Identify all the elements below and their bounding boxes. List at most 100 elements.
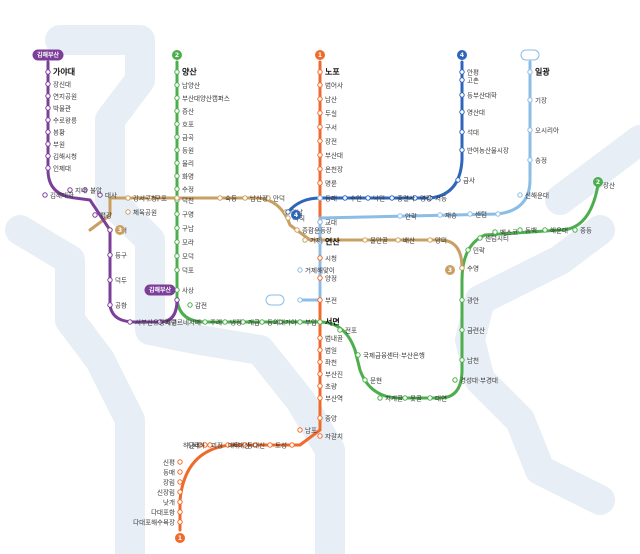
station-line2-39[interactable]	[517, 227, 523, 233]
station-line1-7[interactable]	[317, 166, 323, 172]
station-line2-14[interactable]	[174, 253, 180, 259]
station-line2-5[interactable]	[174, 134, 180, 140]
station-line2-32[interactable]	[459, 357, 465, 363]
station-line1-30[interactable]	[207, 442, 213, 448]
station-line1-33[interactable]	[177, 459, 183, 465]
station-line1-26[interactable]	[267, 442, 273, 448]
station-line2-2[interactable]	[174, 95, 180, 101]
station-donghae-4[interactable]	[517, 192, 523, 198]
station-busan_gimhae-5[interactable]	[45, 129, 51, 135]
station-line1-3[interactable]	[317, 110, 323, 116]
station-line1-5[interactable]	[317, 138, 323, 144]
station-line2-11[interactable]	[174, 211, 180, 217]
station-busan_gimhae-17[interactable]	[107, 302, 113, 308]
station-line2-21[interactable]	[259, 319, 265, 325]
station-line3-0[interactable]	[459, 265, 465, 271]
station-busan_gimhae-1[interactable]	[45, 81, 51, 87]
station-line2-9[interactable]	[174, 186, 180, 192]
station-donghae-11[interactable]	[317, 239, 323, 245]
station-line2-1[interactable]	[174, 82, 180, 88]
station-line2-31[interactable]	[452, 377, 458, 383]
station-line1-25[interactable]	[289, 442, 295, 448]
station-line4-7[interactable]	[455, 177, 461, 183]
station-busan_gimhae-19[interactable]	[157, 319, 163, 325]
station-line2-4[interactable]	[174, 121, 180, 127]
station-line1-12[interactable]	[317, 255, 323, 261]
station-line2-19[interactable]	[222, 319, 228, 325]
station-line4-6[interactable]	[427, 195, 433, 201]
station-donghae-9[interactable]	[317, 195, 323, 201]
station-line4-12[interactable]	[459, 77, 465, 83]
station-donghae-6[interactable]	[467, 211, 473, 217]
station-line3-5[interactable]	[302, 237, 308, 243]
station-line3-10[interactable]	[242, 195, 248, 201]
station-busan_gimhae-15[interactable]	[107, 252, 113, 258]
station-line2-25[interactable]	[337, 327, 343, 333]
station-line2-23[interactable]	[297, 319, 303, 325]
station-line3-14[interactable]	[125, 195, 131, 201]
station-line3-1[interactable]	[427, 237, 433, 243]
station-line1-21[interactable]	[317, 395, 323, 401]
station-line2-8[interactable]	[174, 173, 180, 179]
station-line1-38[interactable]	[177, 509, 183, 515]
station-line4-11[interactable]	[459, 92, 465, 98]
station-line4-0[interactable]	[285, 209, 291, 215]
station-line2-40[interactable]	[542, 227, 548, 233]
station-donghae-5[interactable]	[495, 211, 501, 217]
station-line1-4[interactable]	[317, 124, 323, 130]
station-line2-7[interactable]	[174, 160, 180, 166]
station-busan_gimhae-18[interactable]	[127, 319, 133, 325]
station-busan_gimhae-2[interactable]	[45, 93, 51, 99]
station-busan_gimhae-7[interactable]	[45, 153, 51, 159]
station-line2-20[interactable]	[240, 319, 246, 325]
station-line1-32[interactable]	[197, 442, 203, 448]
station-busan_gimhae-0[interactable]	[45, 69, 51, 75]
station-line3-11[interactable]	[217, 195, 223, 201]
station-line4-2[interactable]	[342, 195, 348, 201]
station-line1-37[interactable]	[177, 499, 183, 505]
station-line1-29[interactable]	[225, 442, 231, 448]
station-donghae-8[interactable]	[397, 213, 403, 219]
station-line2-24[interactable]	[317, 319, 323, 325]
station-line2-41[interactable]	[572, 227, 578, 233]
station-line1-8[interactable]	[317, 180, 323, 186]
station-line2-26[interactable]	[355, 352, 361, 358]
station-line4-8[interactable]	[459, 147, 465, 153]
station-line4-10[interactable]	[459, 109, 465, 115]
station-line1-1[interactable]	[317, 82, 323, 88]
station-line1-22[interactable]	[317, 415, 323, 421]
station-line1-0[interactable]	[317, 69, 323, 75]
station-donghae-12[interactable]	[297, 267, 303, 273]
station-line2-12[interactable]	[174, 225, 180, 231]
station-line3-2[interactable]	[395, 237, 401, 243]
station-line2-33[interactable]	[459, 327, 465, 333]
station-line2-22[interactable]	[277, 319, 283, 325]
station-busan_gimhae-9[interactable]	[42, 192, 48, 198]
station-line1-36[interactable]	[177, 489, 183, 495]
station-busan_gimhae-12[interactable]	[97, 192, 103, 198]
station-line1-39[interactable]	[177, 519, 183, 525]
station-line4-4[interactable]	[389, 195, 395, 201]
station-line4-3[interactable]	[365, 195, 371, 201]
station-line2-6[interactable]	[174, 147, 180, 153]
station-busan_gimhae-8[interactable]	[45, 165, 51, 171]
station-line1-23[interactable]	[297, 427, 303, 433]
station-donghae-7[interactable]	[437, 212, 443, 218]
station-line1-24[interactable]	[317, 433, 323, 439]
station-busan_gimhae-4[interactable]	[45, 117, 51, 123]
station-line3-7[interactable]	[285, 215, 291, 221]
station-line3-3[interactable]	[362, 237, 368, 243]
station-line2-28[interactable]	[377, 395, 383, 401]
station-line1-28[interactable]	[242, 442, 248, 448]
station-line2-18[interactable]	[202, 319, 208, 325]
station-line1-18[interactable]	[317, 359, 323, 365]
station-line2-29[interactable]	[402, 395, 408, 401]
station-line1-6[interactable]	[317, 152, 323, 158]
station-busan_gimhae-20[interactable]	[174, 297, 180, 303]
station-line2-27[interactable]	[362, 377, 368, 383]
station-busan_gimhae-6[interactable]	[45, 141, 51, 147]
station-donghae-3[interactable]	[527, 157, 533, 163]
station-line4-9[interactable]	[459, 129, 465, 135]
station-busan_gimhae-14[interactable]	[107, 227, 113, 233]
station-line4-5[interactable]	[412, 195, 418, 201]
